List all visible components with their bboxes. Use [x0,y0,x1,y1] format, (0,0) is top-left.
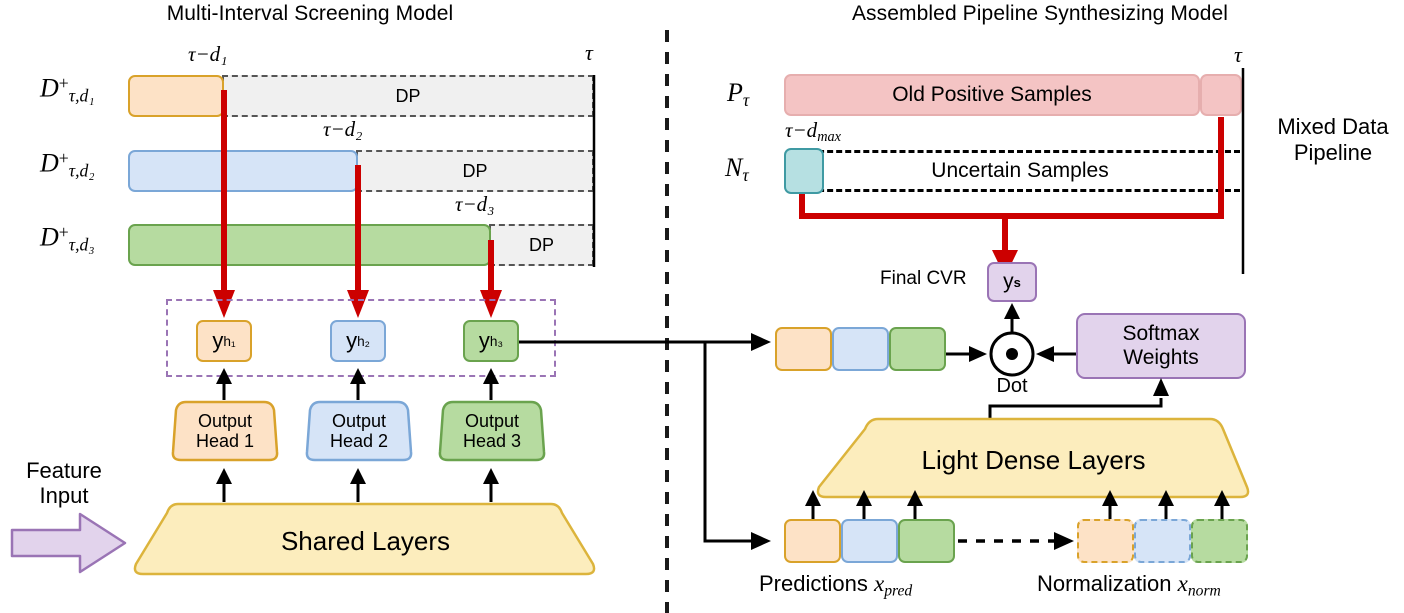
row-label-d2: D+τ,d₂ [40,148,95,181]
arrow-shared-to-head2 [350,468,366,502]
old-positive-samples-label: Old Positive Samples [892,83,1092,106]
yh3-label: y [478,328,490,353]
softmax-weights-label: Softmax Weights [1122,321,1200,369]
row-label-d1: D+τ,d₁ [40,73,95,106]
top-triplet-cell-1 [775,327,832,371]
shared-layers-block[interactable] [133,500,598,578]
red-merge-path [799,117,1224,277]
arrow-norm3-to-dense [1214,490,1230,520]
normalization-cell-3 [1191,519,1248,563]
row-label-d3: D+τ,d₃ [40,222,95,255]
arrow-predictions-to-normalization [958,532,1074,550]
arrow-head3-to-yh3 [483,368,499,400]
dp-label: DP [528,234,554,255]
tick-label-tau-dmax: τ−dmax [785,118,841,145]
dp-box-2: DP [356,150,594,192]
softmax-weights-box[interactable] [1076,313,1246,379]
arrow-shared-to-head1 [216,468,232,502]
p-tau-label: Pτ [727,78,750,110]
predictions-cell-2 [841,519,898,563]
predictions-cell-3 [898,519,955,563]
arrow-head2-to-yh2 [350,368,366,400]
final-cvr-label: Final CVR [880,268,967,289]
dot-operator-label: Dot [996,375,1028,397]
yh1-label: y [212,328,224,353]
tick-label-tau-d3: τ−d₃ [455,192,495,216]
output-head-1-label: Output Head 1 [195,410,255,451]
dot-operator-icon [989,331,1035,377]
predictions-cell-1 [784,519,841,563]
top-triplet-cell-3 [889,327,946,371]
interval-bar-d2 [128,150,358,192]
predictions-label: Predictions xpred [759,571,913,600]
output-head-2-label: Output Head 2 [329,410,389,451]
interval-bar-d1 [128,75,224,117]
arrow-norm2-to-dense [1158,490,1174,520]
output-head-3-label: Output Head 3 [462,410,522,451]
light-dense-layers-label: Light Dense Layers [921,444,1146,475]
tick-label-tau-left: τ [585,40,593,65]
arrow-norm1-to-dense [1102,490,1118,520]
old-positive-samples-bar [784,74,1200,116]
n-tau-label: Nτ [725,153,749,185]
tick-label-tau-d1: τ−d₁ [188,42,228,66]
dp-box-3: DP [489,224,594,266]
tick-label-tau-d2: τ−d₂ [323,117,363,141]
normalization-cell-2 [1134,519,1191,563]
arrow-dot-to-ys [1004,303,1020,333]
uncertain-start-block [784,148,824,194]
arrow-pred3-to-dense [907,490,923,520]
output-head-2[interactable] [305,398,413,464]
left-panel-title: Multi-Interval Screening Model [166,2,454,25]
uncertain-samples-box [800,150,1240,192]
old-positive-samples-tail [1200,74,1242,116]
light-dense-layers-block[interactable] [815,415,1252,503]
output-head-1[interactable] [171,398,279,464]
arrow-softmax-to-dot [1036,346,1078,362]
arrow-shared-to-head3 [483,468,499,502]
normalization-cell-1 [1077,519,1134,563]
yh2-label: y [346,328,358,353]
right-panel-title: Assembled Pipeline Synthesizing Model [851,2,1229,25]
ys-label: y [1003,270,1014,293]
interval-bar-d3 [128,224,491,266]
dense-to-softmax-connector [988,378,1169,428]
feature-input-label: Feature Input [26,457,102,508]
output-head-3[interactable] [438,398,546,464]
feature-input-arrow-icon [10,512,127,574]
arrow-triplet-to-dot [945,346,987,362]
tau-bracket-left [592,75,596,267]
dp-label: DP [462,160,488,181]
tick-label-tau-right: τ [1234,42,1242,67]
red-arrow-head1 [213,90,235,318]
red-arrow-head2 [347,165,369,318]
red-arrow-head3 [480,240,502,318]
normalization-label: Normalization xnorm [1037,571,1221,600]
uncertain-samples-label: Uncertain Samples [931,159,1109,182]
dp-label: DP [395,85,421,106]
mixed-data-pipeline-label: Mixed Data Pipeline [1277,113,1389,165]
top-triplet-cell-2 [832,327,889,371]
tau-bracket-right [1241,68,1245,274]
cross-panel-connector [519,333,771,550]
arrow-head1-to-yh1 [216,368,232,400]
dp-box-1: DP [222,75,594,117]
arrow-pred1-to-dense [805,490,821,520]
arrow-pred2-to-dense [856,490,872,520]
panel-divider [665,30,669,613]
shared-layers-label: Shared Layers [280,525,451,556]
